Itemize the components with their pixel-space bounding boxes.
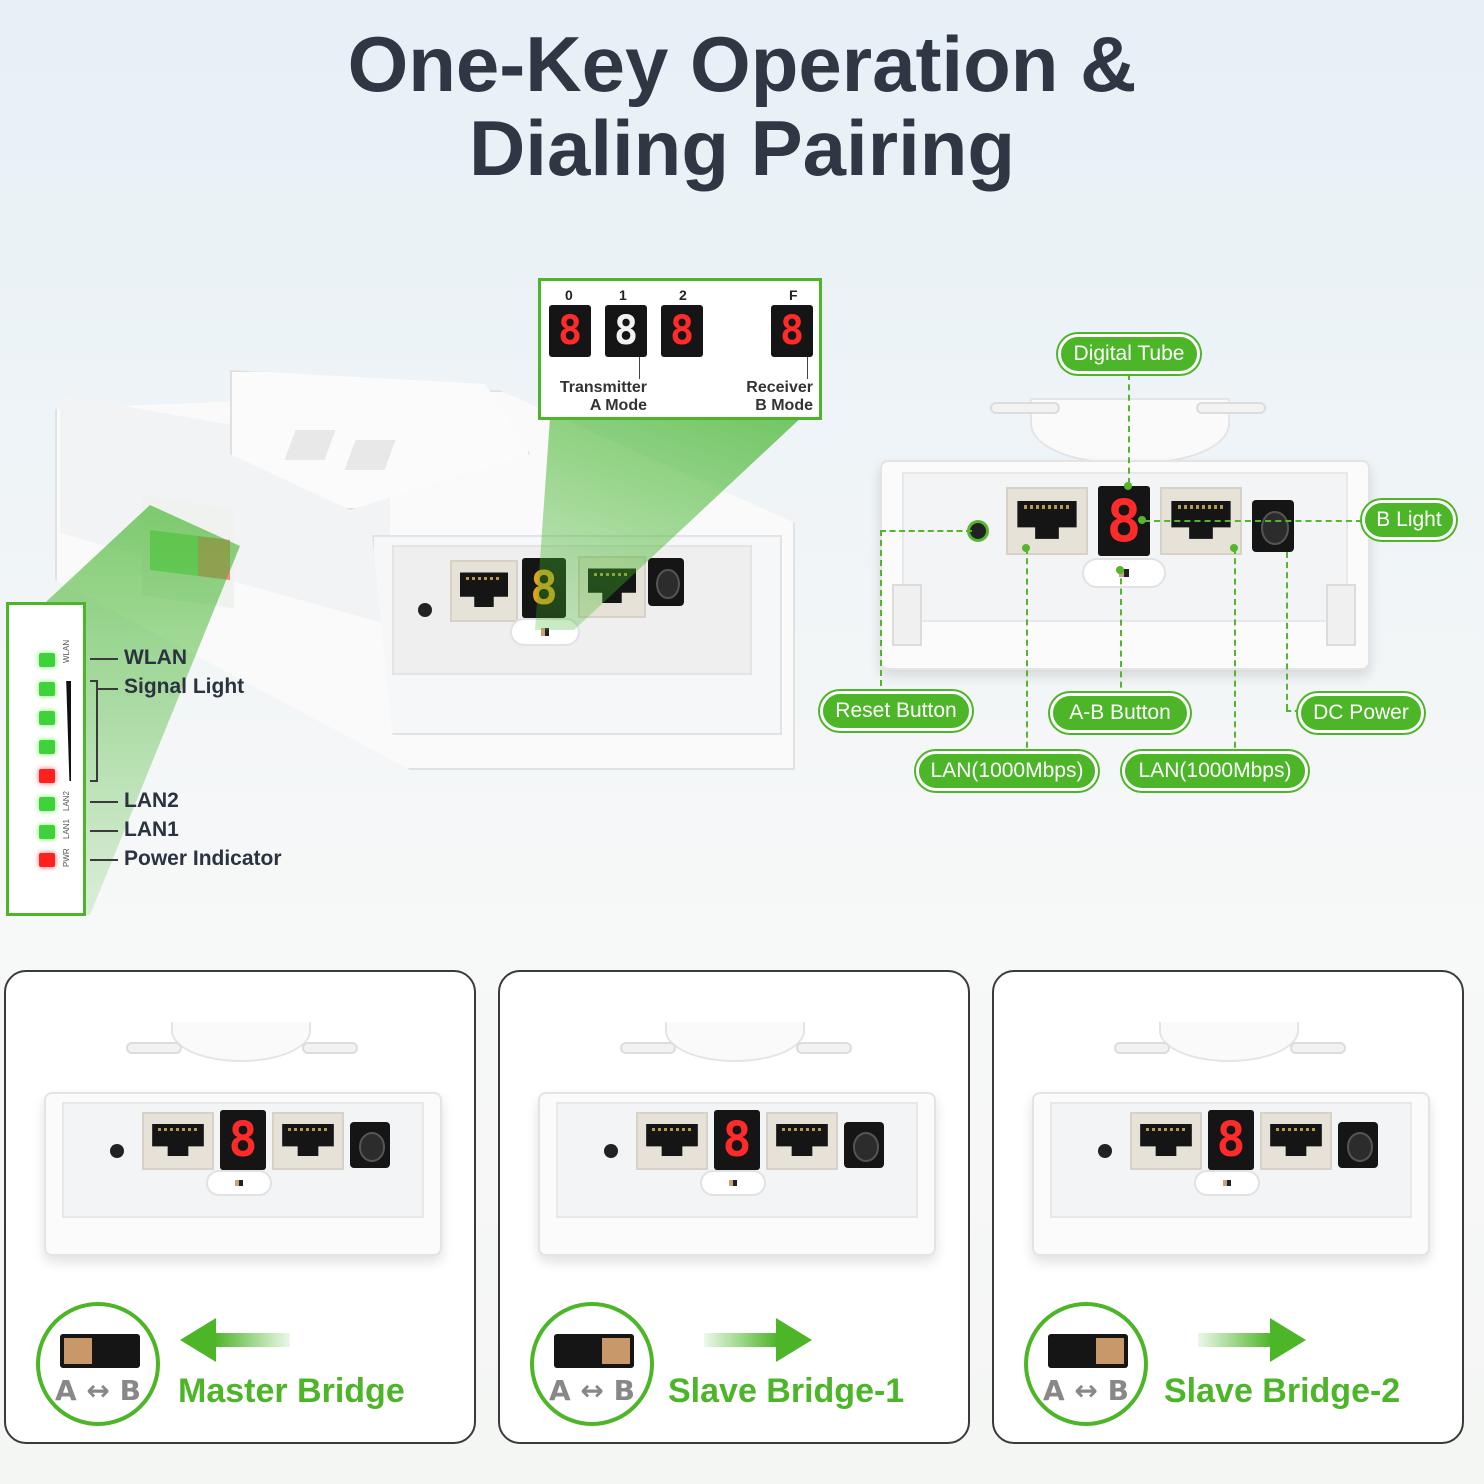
led-panel: WLAN LAN2 LAN1 PWR <box>6 602 86 916</box>
transmitter-label: Transmitter <box>559 379 647 396</box>
led-small-lan2: LAN2 <box>62 790 71 811</box>
lan-port <box>636 1112 708 1170</box>
digit-position-2: 2 <box>679 287 687 303</box>
lan-port <box>1260 1112 1332 1170</box>
mode-label-slave-2: Slave Bridge-2 <box>1164 1372 1401 1410</box>
mode-label-slave-1: Slave Bridge-1 <box>668 1372 905 1410</box>
lan-port <box>450 560 518 622</box>
ab-switch <box>1194 1170 1260 1196</box>
led-lan1 <box>39 825 55 839</box>
arrow-left-icon <box>180 1318 216 1362</box>
reset-hole <box>604 1144 618 1158</box>
reset-hole <box>418 603 432 617</box>
reset-button <box>970 523 986 539</box>
led-small-pwr: PWR <box>62 848 71 867</box>
switch-b-label: B <box>1107 1374 1129 1407</box>
callout-lan-right: LAN(1000Mbps) <box>1122 751 1308 791</box>
label-wlan: WLAN <box>124 646 187 669</box>
label-signal-light: Signal Light <box>124 675 245 698</box>
digit-tube-1: 8 <box>605 305 647 357</box>
switch-a-label: A <box>1043 1374 1065 1407</box>
dc-jack <box>1338 1122 1378 1168</box>
digital-tube: 8 <box>220 1110 266 1170</box>
digit-tube-2: 8 <box>661 305 703 357</box>
reset-hole <box>1098 1144 1112 1158</box>
callout-lan-left: LAN(1000Mbps) <box>916 751 1098 791</box>
ab-switch-icon: A ↔ B <box>36 1302 160 1426</box>
led-wlan <box>39 653 55 667</box>
dc-jack <box>648 558 684 606</box>
receiver-label: Receiver <box>746 379 813 396</box>
led-signal-3 <box>39 740 55 754</box>
digit-position-1: 1 <box>619 287 627 303</box>
switch-b-label: B <box>613 1374 635 1407</box>
digit-tube-0: 8 <box>549 305 591 357</box>
ab-switch-icon: A ↔ B <box>1024 1302 1148 1426</box>
reset-hole <box>110 1144 124 1158</box>
dc-power-jack <box>1252 500 1294 552</box>
led-signal-1 <box>39 682 55 696</box>
ab-button-slot <box>1082 558 1166 588</box>
lan-port-left <box>1006 487 1088 555</box>
signal-wedge-icon <box>66 681 71 781</box>
callout-b-light: B Light <box>1362 500 1456 540</box>
led-lan2 <box>39 797 55 811</box>
led-small-wlan: WLAN <box>62 639 71 663</box>
callout-digital-tube: Digital Tube <box>1058 334 1200 374</box>
arrow-right-icon <box>1270 1318 1306 1362</box>
title-line-1: One-Key Operation & <box>347 20 1137 108</box>
switch-a-label: A <box>55 1374 77 1407</box>
mode-card-slave-1: 8 A ↔ B Slave Bridge-1 <box>498 970 970 1444</box>
label-lan2: LAN2 <box>124 789 179 812</box>
dc-jack <box>844 1122 884 1168</box>
lan-port <box>766 1112 838 1170</box>
lan-port <box>1130 1112 1202 1170</box>
led-power <box>39 853 55 867</box>
mode-label-master: Master Bridge <box>178 1372 405 1410</box>
digital-tube: 8 <box>1208 1110 1254 1170</box>
callout-ab-button: A-B Button <box>1050 693 1190 733</box>
digit-position-f: F <box>789 287 798 303</box>
callout-reset-button: Reset Button <box>820 691 972 731</box>
title-line-2: Dialing Pairing <box>468 104 1016 192</box>
mode-card-slave-2: 8 A ↔ B Slave Bridge-2 <box>992 970 1464 1444</box>
digit-tube-f: 8 <box>771 305 813 357</box>
label-power-indicator: Power Indicator <box>124 847 282 870</box>
b-mode-label: B Mode <box>755 397 813 414</box>
led-signal-4 <box>39 769 55 783</box>
lan-port <box>272 1112 344 1170</box>
digit-mode-panel: 0 1 2 F 8 8 8 8 Transmitter A Mode Recei… <box>538 278 822 420</box>
ab-switch-icon: A ↔ B <box>530 1302 654 1426</box>
label-lan1: LAN1 <box>124 818 179 841</box>
ab-switch <box>206 1170 272 1196</box>
dc-jack <box>350 1122 390 1168</box>
lan-port <box>142 1112 214 1170</box>
arrow-right-icon <box>776 1318 812 1362</box>
led-signal-2 <box>39 711 55 725</box>
digital-tube: 8 <box>714 1110 760 1170</box>
digit-position-0: 0 <box>565 287 573 303</box>
switch-b-label: B <box>119 1374 141 1407</box>
a-mode-label: A Mode <box>589 397 647 414</box>
callout-dc-power: DC Power <box>1298 693 1424 733</box>
switch-a-label: A <box>549 1374 571 1407</box>
ab-switch <box>700 1170 766 1196</box>
led-small-lan1: LAN1 <box>62 818 71 839</box>
mode-card-master: 8 A ↔ B Master Bridge <box>4 970 476 1444</box>
